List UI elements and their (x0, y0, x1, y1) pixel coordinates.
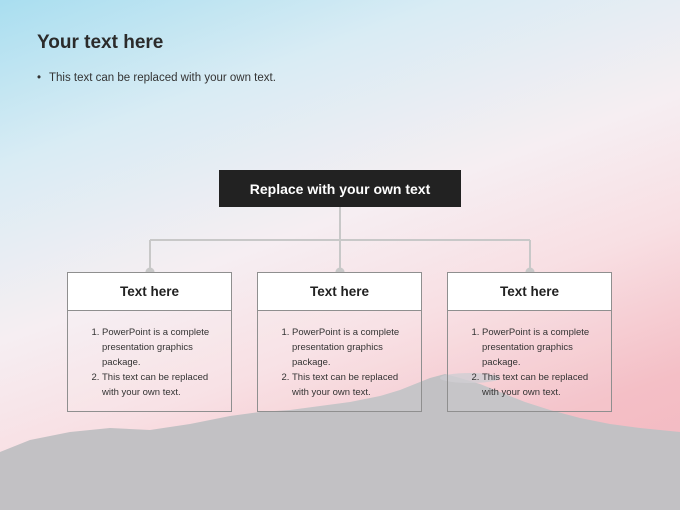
list-item: This text can be replaced with your own … (102, 370, 223, 400)
card-3: Text here PowerPoint is a complete prese… (447, 272, 612, 412)
card-list: PowerPoint is a complete presentation gr… (292, 325, 413, 400)
card-2: Text here PowerPoint is a complete prese… (257, 272, 422, 412)
list-item: PowerPoint is a complete presentation gr… (292, 325, 413, 370)
card-title: Text here (68, 273, 231, 311)
list-item: PowerPoint is a complete presentation gr… (102, 325, 223, 370)
card-1: Text here PowerPoint is a complete prese… (67, 272, 232, 412)
card-list: PowerPoint is a complete presentation gr… (102, 325, 223, 400)
card-list: PowerPoint is a complete presentation gr… (482, 325, 603, 400)
bullet-text: • This text can be replaced with your own… (37, 72, 276, 84)
card-title: Text here (448, 273, 611, 311)
root-node: Replace with your own text (219, 170, 461, 207)
bullet-marker: • (37, 72, 42, 84)
list-item: PowerPoint is a complete presentation gr… (482, 325, 603, 370)
slide-title: Your text here (37, 32, 164, 53)
list-item: This text can be replaced with your own … (482, 370, 603, 400)
card-title: Text here (258, 273, 421, 311)
bullet-label: This text can be replaced with your own … (49, 72, 276, 84)
list-item: This text can be replaced with your own … (292, 370, 413, 400)
